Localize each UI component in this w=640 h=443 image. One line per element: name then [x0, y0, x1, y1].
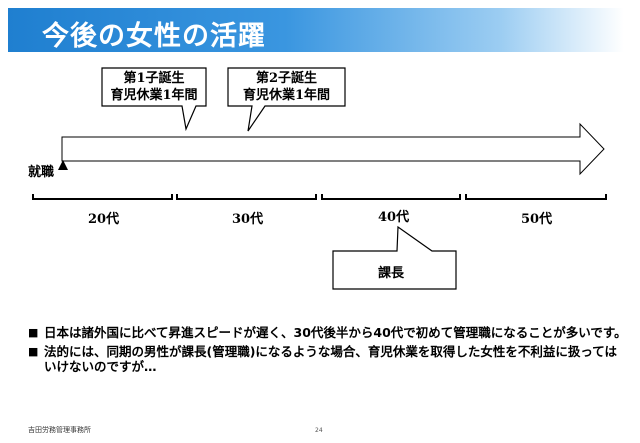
- callout-1-text: 第1子誕生 育児休業1年間: [102, 70, 206, 104]
- square-bullet-icon: ■: [28, 345, 39, 358]
- decade-20s: 20代: [88, 212, 120, 227]
- title-bar: 今後の女性の活躍: [8, 8, 624, 52]
- callout-2-line2: 育児休業1年間: [242, 88, 331, 103]
- bracket-50s: [465, 194, 607, 200]
- start-marker: [58, 160, 68, 170]
- bracket-20s: [32, 194, 173, 200]
- bullet-item-2: ■ 法的には、同期の男性が課長(管理職)になるような場合、育児休業を取得した女性…: [28, 344, 628, 374]
- bracket-40s: [321, 194, 461, 200]
- bracket-30s: [176, 194, 317, 200]
- bullet-item-1: ■ 日本は諸外国に比べて昇進スピードが遅く、30代後半から40代で初めて管理職に…: [28, 325, 628, 340]
- page-number: 24: [315, 427, 323, 434]
- square-bullet-icon: ■: [28, 326, 39, 339]
- callout-1-shape: [101, 67, 207, 132]
- callout-2-text: 第2子誕生 育児休業1年間: [228, 70, 345, 104]
- decade-40s: 40代: [378, 210, 410, 225]
- bullet-text-1: 日本は諸外国に比べて昇進スピードが遅く、30代後半から40代で初めて管理職になる…: [44, 325, 627, 340]
- bullet-text-2: 法的には、同期の男性が課長(管理職)になるような場合、育児休業を取得した女性を不…: [44, 344, 618, 374]
- decade-brackets: [32, 194, 607, 200]
- page-title: 今後の女性の活躍: [42, 21, 266, 52]
- callout-1-line1: 第1子誕生: [123, 71, 185, 86]
- start-label: 就職: [28, 165, 55, 180]
- callout-2-line1: 第2子誕生: [255, 71, 318, 86]
- footer-org: 吉田労務管理事務所: [28, 426, 91, 434]
- manager-label: 課長: [378, 266, 405, 281]
- bullet-list: ■ 日本は諸外国に比べて昇進スピードが遅く、30代後半から40代で初めて管理職に…: [28, 325, 628, 378]
- decade-50s: 50代: [521, 212, 553, 227]
- callout-2-shape: [227, 67, 346, 132]
- callout-1-line2: 育児休業1年間: [110, 88, 198, 103]
- manager-callout-shape: [332, 225, 457, 290]
- timeline-arrow: [61, 122, 605, 176]
- decade-30s: 30代: [232, 212, 264, 227]
